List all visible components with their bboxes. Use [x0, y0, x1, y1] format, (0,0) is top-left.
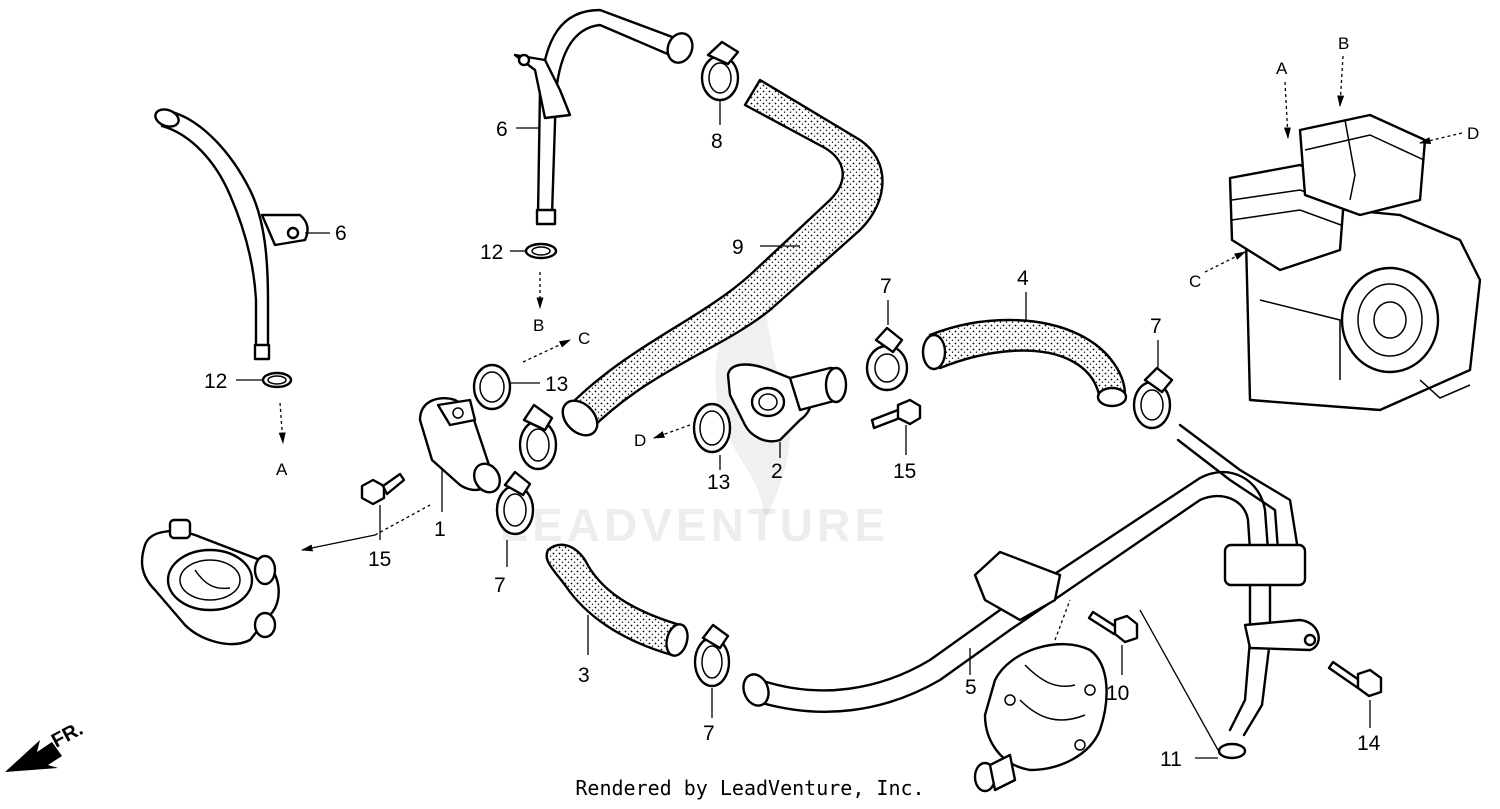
ref-d-engine: D: [1467, 124, 1479, 143]
pipe-5: [742, 423, 1320, 737]
label-7-d: 7: [880, 275, 892, 298]
watermark-text: LEADVENTURE: [500, 499, 889, 551]
label-11: 11: [1160, 748, 1182, 771]
watermark: LEADVENTURE: [500, 270, 889, 551]
label-14: 14: [1357, 732, 1381, 755]
thermostat-housing: [140, 518, 280, 646]
label-7-c: 7: [703, 722, 715, 745]
bolt-10: [1087, 610, 1139, 644]
label-12-upper: 12: [480, 241, 503, 264]
footer-credit: Rendered by LeadVenture, Inc.: [575, 776, 925, 800]
label-12-left: 12: [204, 370, 227, 393]
bolt-14: [1327, 660, 1383, 698]
engine-illustration: [1228, 113, 1482, 412]
label-7-e: 7: [1150, 315, 1162, 338]
label-7-b: 7: [494, 574, 506, 597]
o-ring-11: [1217, 742, 1247, 760]
ref-c-left: C: [578, 329, 590, 348]
label-13-left: 13: [545, 373, 568, 396]
clamp-7-d: [865, 326, 909, 392]
clamp-7-b: [495, 470, 535, 536]
ref-d-left: D: [634, 431, 646, 450]
clamp-8: [700, 40, 740, 102]
label-9: 9: [732, 236, 744, 259]
o-ring-12-left: [261, 371, 293, 389]
pipe-6-left: [154, 108, 309, 361]
label-6-upper: 6: [496, 118, 508, 141]
ref-b-engine: B: [1338, 34, 1349, 53]
bolt-15-middle: [870, 398, 922, 430]
clamp-7-a: [518, 403, 558, 471]
hose-4: [928, 318, 1127, 402]
elbow-1: [418, 397, 502, 494]
label-1: 1: [434, 518, 446, 541]
o-ring-12-upper: [524, 242, 558, 260]
ref-a-engine: A: [1276, 59, 1288, 78]
label-5: 5: [965, 676, 977, 699]
joint-2: [726, 363, 848, 443]
pipe-6-upper: [513, 8, 694, 226]
ref-b-left: B: [533, 316, 544, 335]
ref-a-left: A: [276, 460, 288, 479]
front-direction-arrow: FR.: [5, 718, 87, 772]
clamp-7-c: [693, 623, 731, 688]
label-13-right: 13: [707, 471, 730, 494]
label-15-left: 15: [368, 548, 391, 571]
label-3: 3: [578, 664, 590, 687]
label-2: 2: [771, 460, 783, 483]
label-10: 10: [1106, 682, 1129, 705]
label-8: 8: [711, 130, 723, 153]
ref-c-engine: C: [1189, 272, 1201, 291]
label-15-middle: 15: [893, 460, 916, 483]
bolt-15-left: [360, 472, 406, 506]
label-4: 4: [1017, 267, 1029, 290]
water-pump-cover: [973, 642, 1108, 793]
hose-3: [545, 543, 682, 657]
clamp-7-e: [1132, 366, 1174, 430]
label-6-left: 6: [335, 222, 347, 245]
